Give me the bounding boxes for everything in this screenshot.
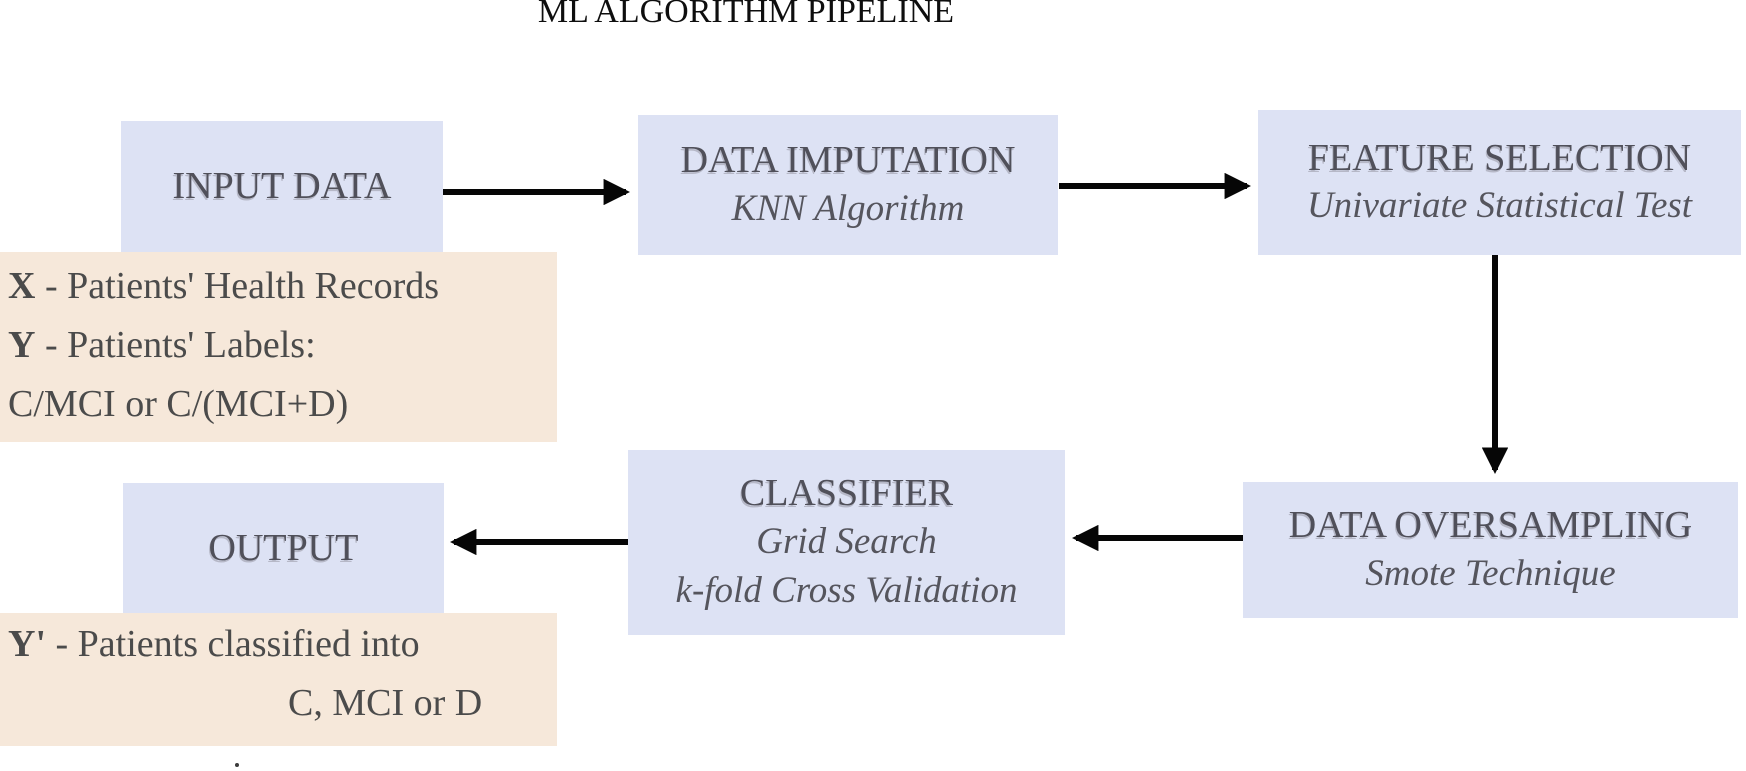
note-line-y-prime: Y' - Patients classified into	[0, 615, 557, 674]
node-data-oversampling-label: DATA OVERSAMPLING	[1288, 504, 1693, 547]
note-x-symbol: X	[8, 265, 36, 307]
note-line-y: Y - Patients' Labels:	[0, 316, 557, 375]
node-classifier-label: CLASSIFIER	[739, 472, 954, 515]
node-feature-selection-sub: Univariate Statistical Test	[1306, 185, 1693, 227]
node-output: OUTPUT	[123, 483, 444, 613]
node-input-data: INPUT DATA	[121, 121, 443, 252]
note-input-data: X - Patients' Health Records Y - Patient…	[0, 252, 557, 442]
note-y-text: - Patients' Labels:	[35, 324, 316, 366]
note-labels-text: C/MCI or C/(MCI+D)	[8, 383, 349, 425]
node-data-imputation-label: DATA IMPUTATION	[680, 139, 1016, 182]
note-line-x: X - Patients' Health Records	[0, 257, 557, 316]
node-classifier: CLASSIFIER Grid Search k-fold Cross Vali…	[628, 450, 1065, 635]
note-y-symbol: Y	[8, 324, 36, 366]
note-output: Y' - Patients classified into C, MCI or …	[0, 613, 557, 746]
note-line-classes: C, MCI or D	[0, 674, 557, 733]
node-classifier-sub-1: Grid Search	[756, 520, 937, 562]
node-data-oversampling: DATA OVERSAMPLING Smote Technique	[1243, 482, 1738, 618]
diagram-title: ML ALGORITHM PIPELINE	[537, 0, 955, 30]
note-line-labels: C/MCI or C/(MCI+D)	[0, 375, 557, 434]
node-data-imputation: DATA IMPUTATION KNN Algorithm	[638, 115, 1058, 255]
node-data-oversampling-sub: Smote Technique	[1365, 552, 1616, 594]
node-data-imputation-sub: KNN Algorithm	[731, 187, 965, 229]
note-y-prime-text: - Patients classified into	[46, 623, 420, 665]
node-feature-selection: FEATURE SELECTION Univariate Statistical…	[1258, 110, 1741, 255]
note-x-text: - Patients' Health Records	[35, 265, 440, 307]
stray-dot	[235, 763, 239, 767]
node-feature-selection-label: FEATURE SELECTION	[1307, 136, 1692, 179]
note-classes-text: C, MCI or D	[288, 682, 483, 724]
node-input-data-label: INPUT DATA	[172, 165, 392, 208]
node-output-label: OUTPUT	[208, 526, 359, 569]
note-y-prime-symbol: Y'	[8, 623, 46, 665]
node-classifier-sub-2: k-fold Cross Validation	[675, 569, 1018, 611]
